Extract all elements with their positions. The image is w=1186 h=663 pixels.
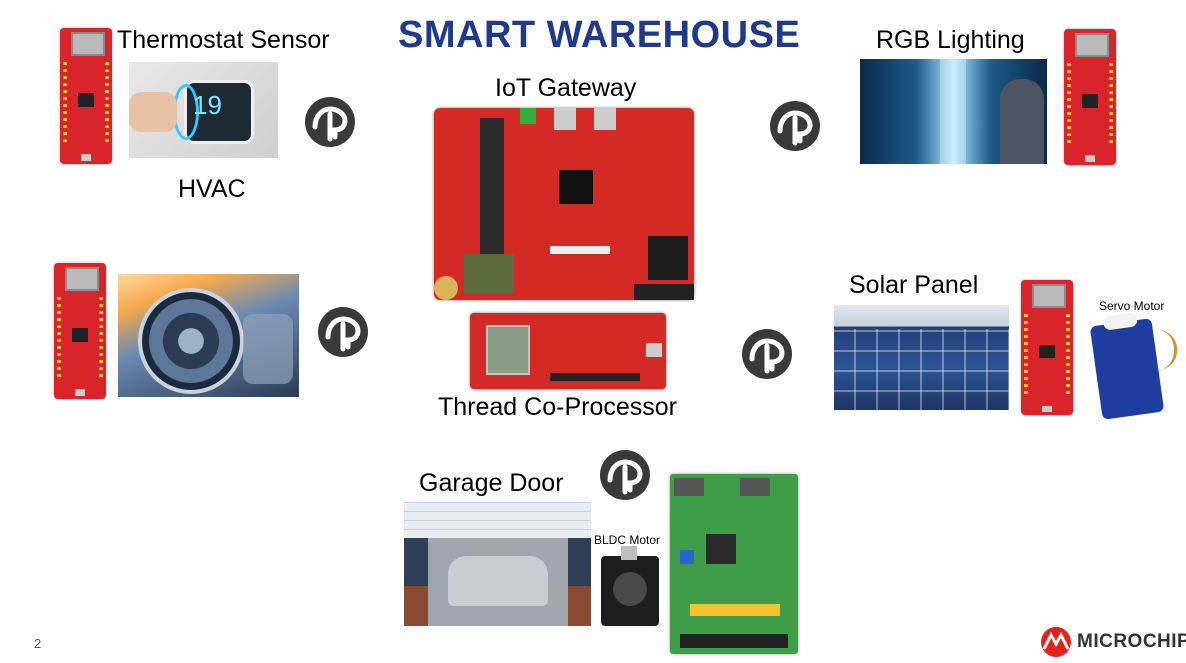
thermostat-photo: 19: [129, 62, 278, 158]
bldc-motor-image: [601, 546, 659, 626]
thermostat-display: 19: [193, 90, 222, 120]
motor-control-board: [670, 474, 798, 654]
dev-board-rgb: [1064, 29, 1116, 165]
thread-logo-icon: [305, 97, 355, 147]
thread-logo-icon: [770, 101, 820, 151]
thread-coprocessor-board: [470, 313, 666, 389]
hvac-label: HVAC: [178, 175, 246, 203]
dev-board-solar: [1021, 280, 1073, 415]
slide-title: SMART WAREHOUSE: [398, 14, 801, 56]
servo-label: Servo Motor: [1099, 299, 1165, 313]
coprocessor-label: Thread Co-Processor: [438, 393, 677, 421]
servo-motor-image: [1089, 312, 1165, 420]
thread-logo-icon: [318, 307, 368, 357]
hvac-fan-photo: [118, 274, 299, 397]
warehouse-lighting-photo: [860, 59, 1047, 164]
servo-wire: [1158, 330, 1177, 370]
microchip-logo-icon: [1041, 627, 1071, 657]
garage-label: Garage Door: [419, 469, 564, 497]
garage-door-photo: [404, 502, 591, 626]
microchip-wordmark: MICROCHIP: [1077, 631, 1186, 652]
thread-logo-icon: [742, 329, 792, 379]
microchip-logo: MICROCHIP: [1040, 627, 1186, 657]
iot-gateway-board: [434, 108, 694, 300]
rgb-label: RGB Lighting: [876, 26, 1025, 54]
bldc-label: BLDC Motor: [594, 533, 661, 547]
dev-board-thermostat: [60, 28, 112, 164]
thread-logo-icon: [600, 450, 650, 500]
page-number: 2: [34, 636, 42, 651]
solar-label: Solar Panel: [849, 271, 979, 299]
thermostat-label: Thermostat Sensor: [117, 26, 330, 54]
gateway-label: IoT Gateway: [495, 74, 637, 102]
dev-board-hvac: [54, 263, 106, 399]
solar-panel-photo: [834, 305, 1009, 410]
